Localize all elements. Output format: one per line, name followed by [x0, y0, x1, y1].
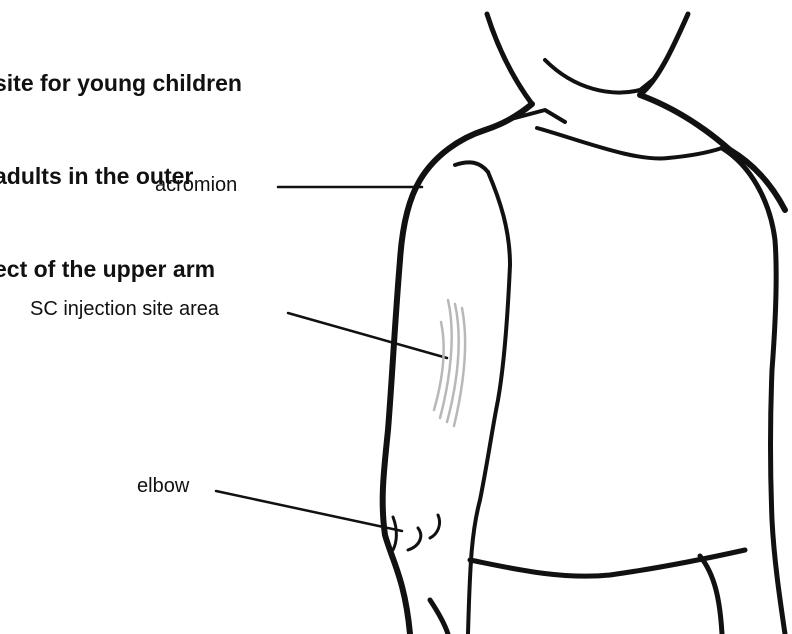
elbow-leader: [216, 491, 402, 531]
elbow-crease-3: [430, 515, 440, 538]
lower-back-outline: [430, 600, 448, 634]
shoulder-seam: [455, 162, 488, 172]
back-neckline: [537, 128, 722, 158]
left-shoulder-outline: [400, 104, 532, 260]
elbow-crease-1: [393, 517, 396, 550]
arm-outer-outline: [383, 260, 410, 634]
hem-fold: [700, 556, 722, 634]
back-right-outline: [722, 148, 785, 634]
injection-site-shading: [434, 300, 465, 426]
injection-site-leader: [288, 313, 447, 358]
neck-left-outline: [487, 14, 532, 104]
elbow-crease-2: [408, 528, 421, 550]
collar-back-outline: [545, 60, 655, 92]
